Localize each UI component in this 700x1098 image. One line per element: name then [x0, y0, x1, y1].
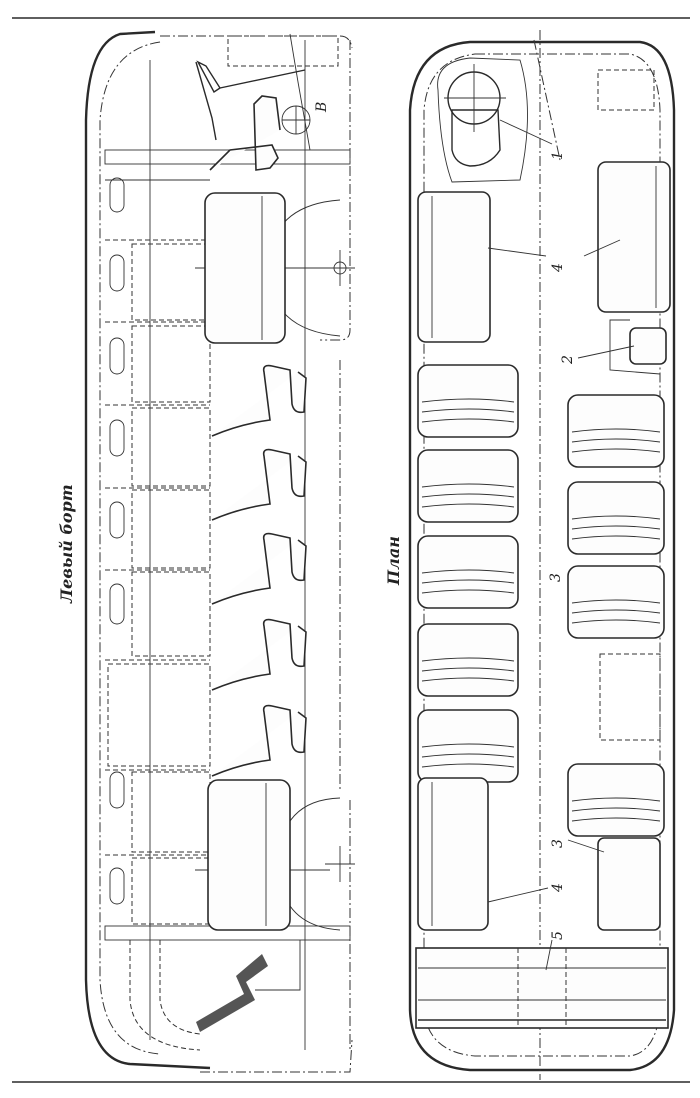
leader-5 — [545, 939, 553, 971]
windscreen-line — [289, 33, 311, 151]
window-panel-6 — [131, 771, 211, 853]
side-dash-right — [320, 40, 351, 341]
front-bench-side — [204, 192, 286, 344]
window-panel-1 — [131, 243, 211, 321]
plan-seat — [567, 394, 665, 468]
window-slots — [109, 177, 125, 905]
front-diagonal — [533, 39, 561, 161]
bottom-dash — [200, 1039, 353, 1073]
rear-inner-curve — [159, 940, 201, 1035]
door-panel — [107, 663, 211, 767]
plan-seat — [567, 763, 665, 837]
cushion-line — [571, 428, 661, 453]
side-chair — [211, 448, 307, 521]
left-side-view — [84, 30, 355, 1073]
window-panel-7 — [131, 857, 211, 925]
cushion-line — [571, 515, 661, 540]
cushion-line — [421, 569, 515, 594]
leader-3b — [567, 839, 605, 853]
plan-seat-cushions-left — [421, 398, 515, 768]
side-chair — [211, 532, 307, 605]
side-chair — [211, 618, 307, 691]
window-slot — [109, 501, 125, 539]
window-panel-4 — [131, 489, 211, 569]
window-panel-2 — [131, 325, 211, 403]
plan-seat — [567, 565, 665, 639]
hood-box — [451, 109, 501, 167]
cushion-line — [421, 657, 515, 682]
window-slot — [109, 254, 125, 292]
plan-seat — [417, 449, 519, 523]
callout-1: 1 — [550, 151, 566, 160]
side-chairs — [211, 364, 307, 777]
plan-seat-rear-right — [597, 837, 661, 931]
steering-shaft — [219, 69, 306, 89]
callout-detail: В — [314, 102, 330, 113]
callout-4a: 4 — [550, 263, 566, 273]
window-slot — [109, 419, 125, 457]
window-panel-5 — [131, 571, 211, 657]
body-inner-side — [99, 41, 161, 1055]
cushion-line — [571, 797, 661, 822]
plan-door-area — [599, 653, 661, 741]
plan-bench-front-left — [417, 191, 491, 343]
plan-view — [408, 30, 676, 1080]
plan-bench-rear-left — [417, 777, 489, 931]
conductor-seat — [629, 327, 667, 365]
plan-seat — [567, 481, 665, 555]
callout-4b: 4 — [550, 883, 566, 893]
rear-seat-back-hatched — [196, 954, 268, 1032]
plan-seat-cushions-right — [571, 428, 661, 822]
callout-5: 5 — [550, 931, 566, 940]
leader-4a — [487, 247, 547, 257]
rear-inner-curve-2 — [129, 940, 201, 1051]
body-inner-plan — [423, 53, 661, 1057]
plan-seat — [417, 623, 519, 697]
steering-wheel — [196, 60, 221, 94]
leader-2 — [577, 345, 635, 359]
side-chair — [211, 704, 307, 777]
cushion-line — [571, 599, 661, 624]
callout-3a: 3 — [548, 573, 564, 582]
cushion-line — [421, 483, 515, 508]
window-panel-3 — [131, 407, 211, 487]
window-slot — [109, 583, 125, 625]
plan-seat — [417, 364, 519, 438]
window-slot — [109, 771, 125, 809]
top-dash — [160, 35, 353, 49]
plan-seat — [417, 535, 519, 609]
dash-panel-plan — [597, 69, 655, 111]
leader-4b — [487, 887, 549, 903]
body-outline-plan — [408, 40, 676, 1072]
steering-column — [195, 61, 217, 141]
rear-floor-step — [255, 940, 301, 991]
conductor-area — [609, 319, 661, 375]
window-slot — [109, 337, 125, 375]
cushion-line — [421, 743, 515, 768]
plan-bench-front-right — [597, 161, 671, 313]
driver-area — [195, 33, 339, 171]
callout-3b: 3 — [550, 839, 566, 848]
window-slot — [109, 177, 125, 213]
plan-seats-right — [567, 394, 665, 837]
plan-seats-left — [417, 364, 519, 783]
cushion-line — [421, 398, 515, 423]
front-cross-member — [104, 149, 351, 165]
leader-1 — [499, 119, 553, 145]
body-outline-side — [84, 30, 211, 1070]
rear-bench-side — [207, 779, 291, 931]
engine-hood-outline — [437, 57, 528, 183]
callout-2: 2 — [560, 355, 576, 365]
leader-4a-right — [583, 239, 621, 257]
driver-seat — [209, 95, 281, 171]
rear-bench-plan — [415, 947, 669, 1029]
side-chair — [211, 364, 307, 437]
front-panel — [227, 35, 339, 67]
window-slot — [109, 867, 125, 905]
